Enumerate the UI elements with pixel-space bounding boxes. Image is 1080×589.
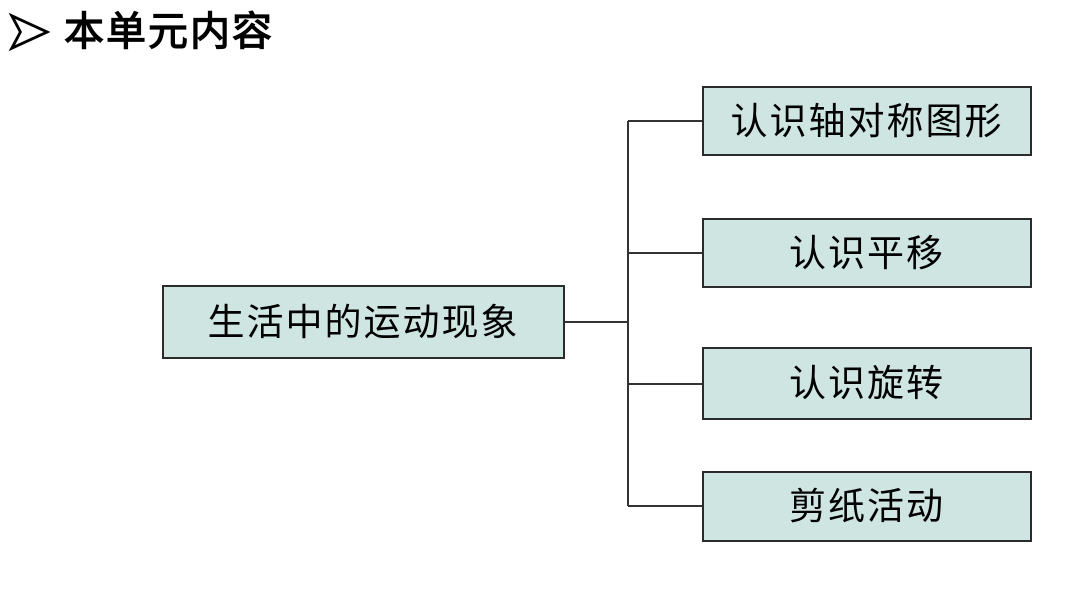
- diagram-node-translation: 认识平移: [702, 218, 1032, 288]
- page-title: 本单元内容: [64, 10, 274, 54]
- diagram-node-axial-symmetry: 认识轴对称图形: [702, 86, 1032, 156]
- slide-header: 本单元内容: [8, 10, 274, 54]
- diagram-node-rotation: 认识旋转: [702, 347, 1032, 420]
- diagram-node-paper-cutting: 剪纸活动: [702, 471, 1032, 542]
- diagram-node-root: 生活中的运动现象: [162, 285, 565, 359]
- arrowhead-right-icon: [8, 12, 50, 52]
